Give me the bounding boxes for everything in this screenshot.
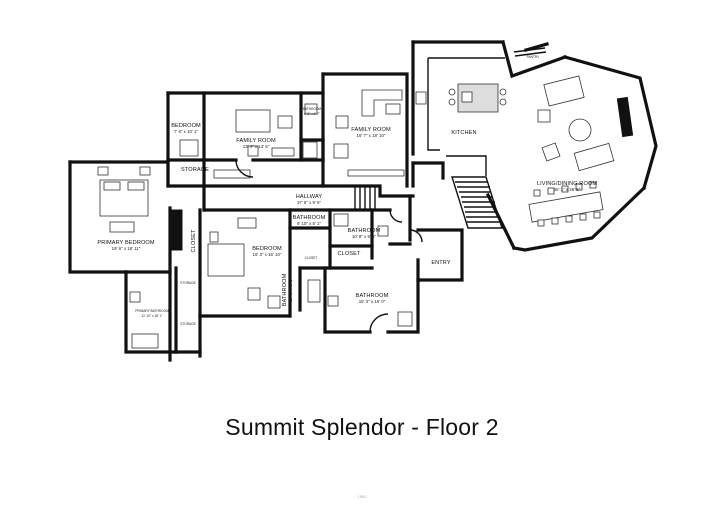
room-label: HALLWAY [296, 194, 323, 200]
room-labels: BEDROOM 7' 6" x 10' 1" FAMILY ROOM 13' 4… [97, 55, 597, 326]
room-dims: 10' 8" x 5' 6" [352, 234, 377, 239]
room-label: PRIMARY BEDROOM [97, 240, 154, 246]
room-label: STORAGE [180, 322, 196, 326]
room-label: CLOSET [191, 229, 197, 252]
room-label: BEDROOM [252, 246, 282, 252]
room-dims: 13' 4" x 13' 5" [243, 144, 270, 149]
room-label: LIVING/DINING ROOM [537, 181, 597, 187]
room-label: PRIMARY BATHROOM [135, 309, 169, 313]
room-label: BATHROOM [303, 107, 322, 111]
room-label: BATHROOM [348, 228, 381, 234]
walls [68, 40, 658, 362]
room-label: BATHROOM [282, 273, 288, 306]
room-label: BATHROOM [293, 215, 326, 221]
page-title: Summit Splendor - Floor 2 [225, 414, 499, 440]
room-label: FAMILY ROOM [236, 138, 276, 144]
room-label: CLOSET [338, 251, 361, 257]
room-label: STORAGE [180, 281, 196, 285]
room-dims: 15' 3" x 16' 0" [359, 299, 386, 304]
room-label: ENTRY [431, 260, 451, 266]
room-label: BATHROOM [356, 293, 389, 299]
room-label: FAMILY ROOM [351, 127, 391, 133]
interior-details [97, 47, 634, 349]
footer-mark: 1500 [357, 494, 367, 499]
room-dims: 25' 1" x 36' 6" [554, 187, 581, 192]
room-dims: 37' 6" x 9' 6" [297, 200, 322, 205]
room-dims: 15' 7" x 18' 10" [357, 133, 386, 138]
room-label: BEDROOM [171, 123, 201, 129]
room-label: KITCHEN [451, 130, 476, 136]
room-dims: 19' 6" x 18' 11" [112, 246, 141, 251]
room-dims: 6' 10" x 5' 1" [297, 221, 322, 226]
room-dims: 7' 6" x 10' 1" [174, 129, 199, 134]
room-dims: 10' 6" x 5' 1" [288, 278, 293, 303]
room-label: STORAGE [181, 167, 209, 173]
room-dims: 16' 3" x 16' 10" [253, 252, 282, 257]
room-label: CLOSET [305, 256, 318, 260]
room-label: PANTRY [527, 55, 541, 59]
room-dims: 11' 10" x 18' 1" [142, 314, 163, 318]
room-dims: 6' 5" x 6' 7" [304, 112, 320, 116]
stairs [354, 155, 503, 229]
